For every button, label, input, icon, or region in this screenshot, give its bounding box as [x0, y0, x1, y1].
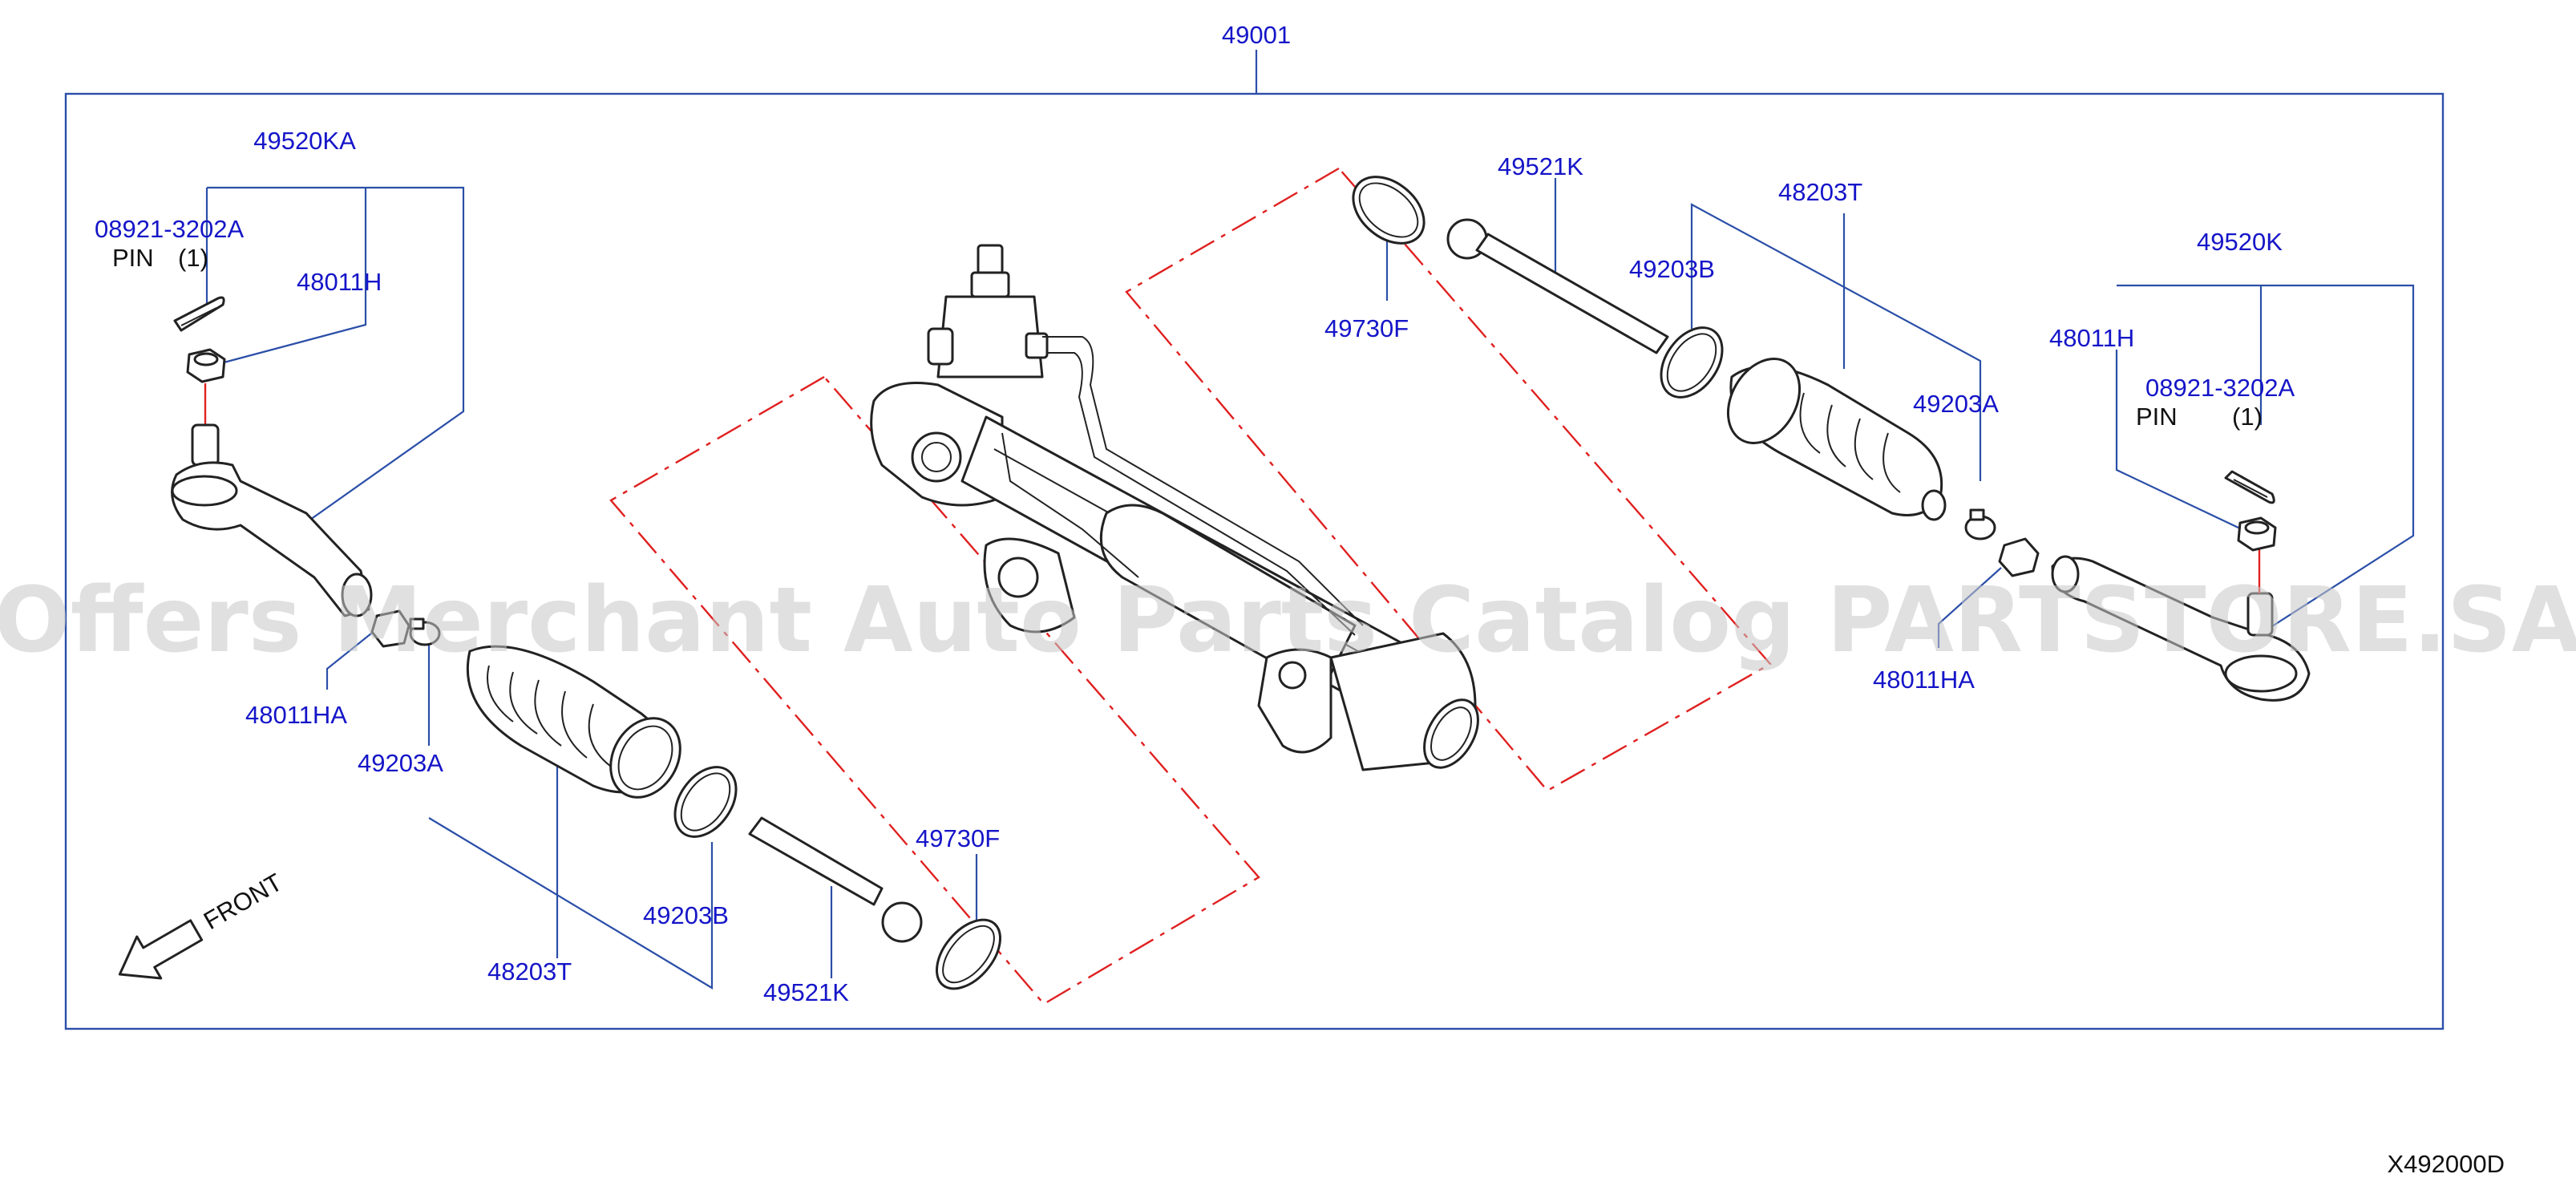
- label-right-jam-nut[interactable]: 48011HA: [1873, 666, 1975, 694]
- label-right-boot[interactable]: 48203T: [1778, 178, 1862, 206]
- label-front: FRONT: [199, 868, 287, 935]
- label-left-ring[interactable]: 49730F: [916, 824, 1000, 852]
- label-right-cotter-pin[interactable]: 08921-3202A: [2145, 374, 2295, 402]
- left-boot-icon[interactable]: [466, 645, 694, 810]
- right-inner-group-outline: [1125, 167, 1772, 792]
- right-clamp-a-icon[interactable]: [1964, 508, 1996, 540]
- right-nut-icon[interactable]: [2237, 516, 2277, 552]
- leader-left-nut: [214, 188, 367, 366]
- label-left-tie-rod-end[interactable]: 49520KA: [253, 127, 356, 155]
- right-tie-rod-end-icon[interactable]: [2051, 555, 2311, 702]
- label-right-ring[interactable]: 49730F: [1324, 314, 1409, 342]
- diagram-code: X492000D: [2387, 1150, 2505, 1178]
- left-nut-icon[interactable]: [186, 348, 226, 383]
- label-left-clamp-a[interactable]: 49203A: [358, 749, 443, 777]
- right-cotter-pin-icon[interactable]: [2224, 470, 2275, 504]
- left-inner-rod-icon[interactable]: [748, 816, 923, 943]
- right-boot-icon[interactable]: [1713, 346, 1947, 521]
- leader-right-boot: [1690, 203, 1982, 481]
- assembly-frame: [64, 92, 2445, 1030]
- label-left-nut[interactable]: 48011H: [297, 268, 382, 296]
- label-right-inner-rod[interactable]: 49521K: [1498, 152, 1583, 180]
- label-left-jam-nut[interactable]: 48011HA: [245, 701, 347, 729]
- watermark: Offers Merchant Auto Parts Catalog PARTS…: [0, 569, 2576, 673]
- left-inner-group-outline: [609, 375, 1260, 1006]
- label-left-pin-qty: (1): [178, 244, 208, 272]
- label-left-boot[interactable]: 48203T: [487, 957, 572, 986]
- label-right-clamp-b[interactable]: 49203B: [1629, 255, 1715, 283]
- label-left-cotter-pin[interactable]: 08921-3202A: [95, 215, 244, 243]
- label-left-pin-text: PIN: [112, 244, 154, 272]
- left-ring-icon[interactable]: [924, 908, 1013, 1000]
- leader-right-nut: [2115, 350, 2242, 530]
- label-right-pin-qty: (1): [2232, 403, 2263, 431]
- leader-left-boot-clamp: [428, 817, 714, 990]
- label-right-tie-rod-end[interactable]: 49520K: [2197, 228, 2283, 256]
- label-assembly[interactable]: 49001: [1222, 21, 1291, 49]
- label-right-pin-text: PIN: [2136, 403, 2178, 431]
- left-tie-rod-end-icon[interactable]: [171, 423, 373, 617]
- right-inner-rod-icon[interactable]: [1446, 218, 1669, 354]
- right-jam-nut-icon[interactable]: [1998, 537, 2040, 577]
- label-left-clamp-b[interactable]: 49203B: [643, 901, 729, 929]
- label-left-inner-rod[interactable]: 49521K: [763, 978, 849, 1006]
- left-clamp-a-icon[interactable]: [409, 617, 441, 646]
- leader-left-jam-nut: [326, 623, 384, 690]
- left-clamp-b-icon[interactable]: [662, 755, 748, 848]
- left-jam-nut-icon[interactable]: [370, 609, 410, 648]
- label-right-nut[interactable]: 48011H: [2049, 324, 2134, 352]
- leader-right-jam-nut: [1937, 567, 2002, 648]
- steering-gear-housing-icon[interactable]: [870, 244, 1490, 777]
- front-arrow-icon: [118, 919, 204, 980]
- left-cotter-pin-icon[interactable]: [173, 296, 225, 332]
- right-ring-icon[interactable]: [1341, 164, 1437, 257]
- leader-left-tie-rod-end: [207, 186, 465, 530]
- right-clamp-b-icon[interactable]: [1648, 316, 1734, 408]
- leader-right-tie-rod-end: [2117, 284, 2415, 634]
- label-right-clamp-a[interactable]: 49203A: [1913, 390, 1999, 418]
